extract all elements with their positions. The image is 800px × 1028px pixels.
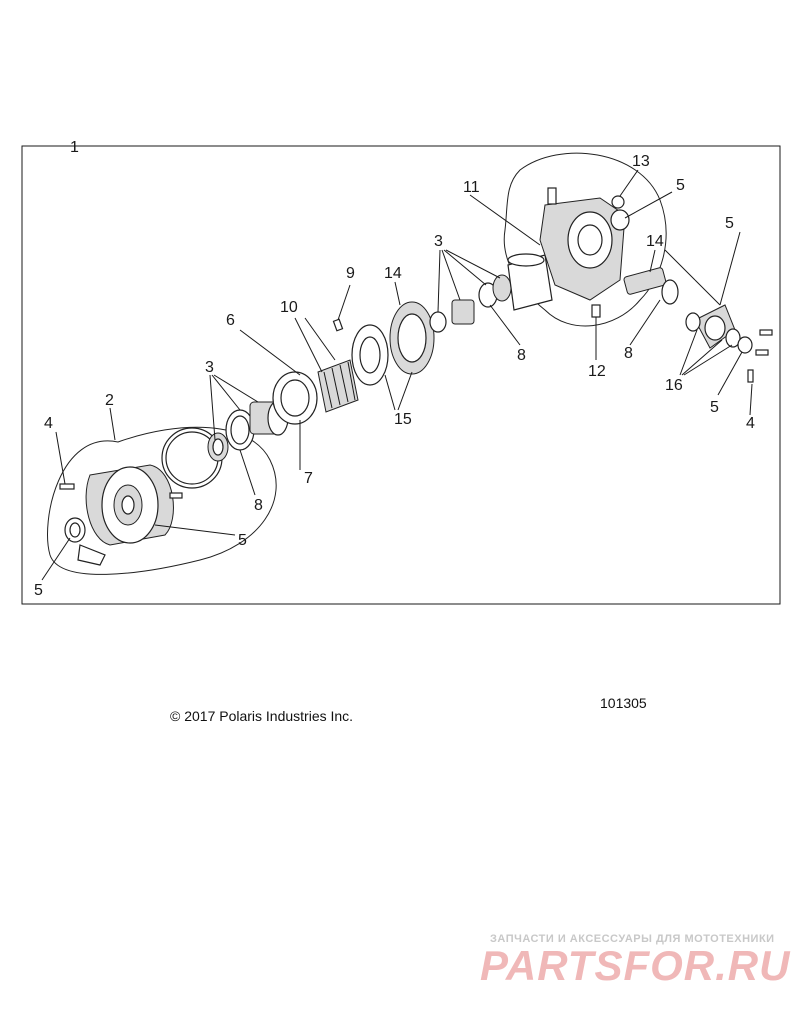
diagram-frame	[21, 145, 781, 605]
leader-lines	[41, 146, 753, 581]
figure-id: 101305	[600, 695, 647, 711]
callout-11: 11	[463, 179, 480, 196]
bolt-right-2	[755, 349, 769, 356]
callout-14-right: 14	[646, 233, 664, 250]
callout-12: 12	[588, 363, 606, 380]
callout-3-left: 3	[205, 359, 214, 376]
callout-14-center: 14	[384, 265, 402, 282]
callout-5-right-bottom: 5	[710, 399, 719, 416]
copyright-text: © 2017 Polaris Industries Inc.	[170, 708, 354, 724]
callout-6: 6	[226, 312, 235, 329]
callout-9: 9	[346, 265, 355, 282]
callout-5-right-top: 5	[725, 215, 734, 232]
callout-3-center: 3	[434, 233, 443, 250]
callout-4-right: 4	[746, 415, 755, 432]
watermark-logo: PARTSFOR.RU	[480, 942, 791, 989]
bearing-b	[451, 299, 475, 325]
bolt-left	[59, 483, 75, 490]
callout-4-left: 4	[44, 415, 53, 432]
callout-8-center: 8	[517, 347, 526, 364]
bearing-a	[429, 311, 447, 333]
callout-2: 2	[105, 392, 114, 409]
callout-16: 16	[665, 377, 683, 394]
assembly-outline-right	[503, 152, 667, 327]
bolt-right-1	[759, 329, 773, 336]
callout-13: 13	[632, 153, 650, 170]
drain-plug	[591, 304, 601, 318]
seal-top	[610, 209, 630, 231]
callout-7: 7	[304, 470, 313, 487]
callout-8-left: 8	[254, 497, 263, 514]
callout-8-right: 8	[624, 345, 633, 362]
fill-plug	[611, 195, 625, 209]
right-housing	[539, 187, 626, 301]
bearing-c	[492, 274, 512, 302]
pinion-shaft	[623, 267, 679, 305]
callout-15: 15	[394, 411, 412, 428]
bolt-right-3	[747, 369, 754, 383]
callout-5-left-bottom: 5	[34, 582, 43, 599]
ring-gear	[389, 301, 435, 375]
seal-right	[725, 328, 741, 348]
callout-5-left-mid: 5	[238, 532, 247, 549]
callout-5-top: 5	[676, 177, 685, 194]
callout-1: 1	[70, 139, 79, 156]
left-housing	[77, 464, 174, 566]
pin	[332, 318, 344, 332]
seal-right-2	[737, 336, 753, 354]
watermark-tagline: ЗАПЧАСТИ И АКСЕССУАРЫ ДЛЯ МОТОТЕХНИКИ	[490, 933, 775, 945]
bolt-left-2	[169, 492, 183, 499]
oring-right	[685, 312, 701, 332]
roller-cage	[317, 359, 359, 413]
callout-10: 10	[280, 299, 298, 316]
